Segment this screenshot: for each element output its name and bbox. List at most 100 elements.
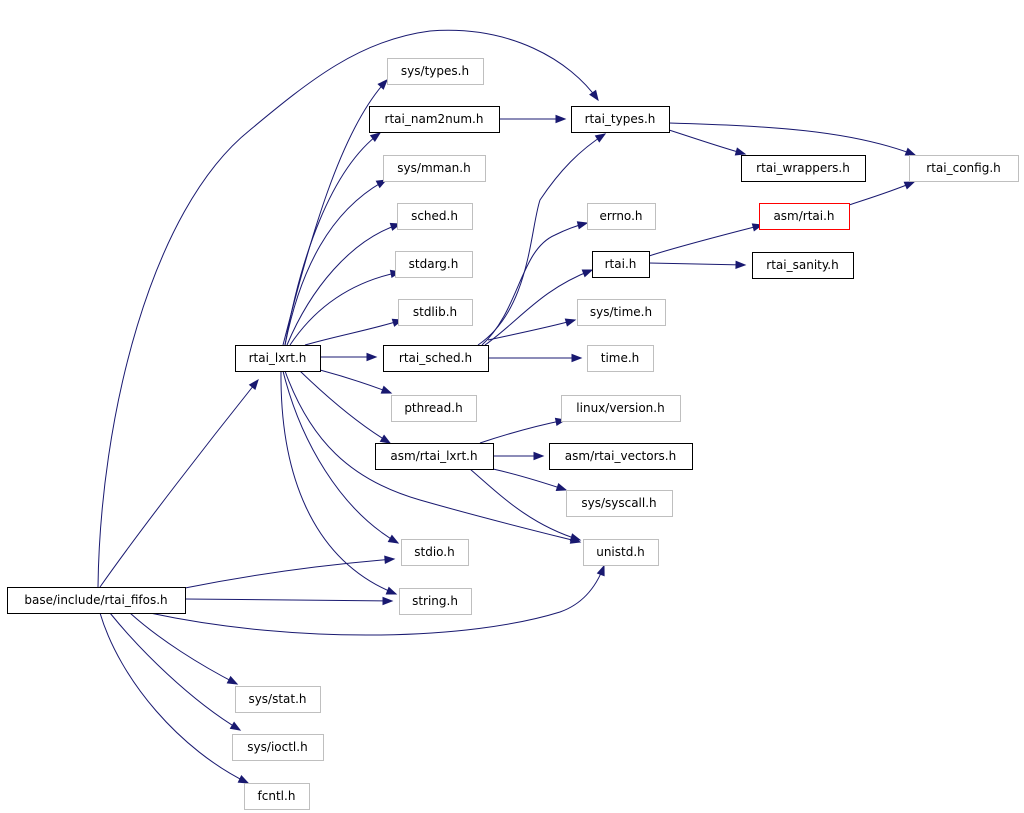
arrowhead [596,564,605,577]
arrowhead [569,533,582,542]
edge-rtai-lxrt-to-sys-mman [284,179,387,346]
node-rtai-sched[interactable]: rtai_sched.h [383,345,489,372]
node-sys-time[interactable]: sys/time.h [577,299,666,326]
arrowhead [380,385,393,394]
edge-rtai-types-to-rtai-config [668,122,916,156]
node-label: linux/version.h [576,401,664,415]
node-sched[interactable]: sched.h [397,203,473,230]
node-label: rtai_config.h [926,161,1000,175]
node-asm-rtai-lxrt[interactable]: asm/rtai_lxrt.h [375,443,494,470]
edge-rtai-sched-to-errno [481,222,588,346]
node-pthread[interactable]: pthread.h [391,395,477,422]
node-label: sys/syscall.h [581,496,656,510]
arrowhead [594,133,607,143]
node-string[interactable]: string.h [399,588,472,615]
node-asm-rtai[interactable]: asm/rtai.h [759,203,850,230]
node-label: asm/rtai_lxrt.h [390,449,477,463]
edges-layer [97,29,917,784]
edge-rtai-fifos-to-rtai-types [97,29,599,588]
node-fcntl[interactable]: fcntl.h [244,783,310,810]
node-label: asm/rtai.h [773,209,834,223]
node-label: rtai_types.h [585,112,656,126]
edge-rtai-lxrt-to-sched [286,223,401,346]
node-rtai-lxrt[interactable]: rtai_lxrt.h [235,345,321,372]
node-time[interactable]: time.h [587,345,654,372]
arrowhead [533,451,545,461]
edge-rtai-fifos-to-stdio [184,558,395,589]
arrowhead [904,147,917,156]
node-rtai-types[interactable]: rtai_types.h [571,106,670,133]
edge-rtai-lxrt-to-pthread [319,369,392,394]
node-label: errno.h [600,209,643,223]
node-rtai-fifos[interactable]: base/include/rtai_fifos.h [7,587,186,614]
edge-rtai-lxrt-to-stdarg [289,271,401,346]
node-label: rtai_lxrt.h [249,351,307,365]
node-rtai-sanity[interactable]: rtai_sanity.h [752,252,854,279]
node-label: stdarg.h [409,257,459,271]
node-label: sys/types.h [401,64,469,78]
node-label: sched.h [411,209,458,223]
arrowhead [589,89,599,102]
node-sys-stat[interactable]: sys/stat.h [235,686,321,713]
node-unistd[interactable]: unistd.h [583,539,659,566]
node-label: rtai_sanity.h [766,258,838,272]
node-label: sys/time.h [590,305,652,319]
node-rtai-wrappers[interactable]: rtai_wrappers.h [741,155,866,182]
node-asm-rtai-vectors[interactable]: asm/rtai_vectors.h [549,443,693,470]
edge-rtai-fifos-to-fcntl [99,612,249,784]
node-label: sys/mman.h [397,161,470,175]
nodes-layer: base/include/rtai_fifos.h rtai_lxrt.h sy… [7,58,1019,810]
edge-rtai-lxrt-to-stdlib [304,319,403,346]
arrowhead [581,269,594,278]
node-sys-mman[interactable]: sys/mman.h [383,155,486,182]
node-rtai-nam2num[interactable]: rtai_nam2num.h [369,106,500,133]
edge-rtai-fifos-to-sys-stat [129,612,238,685]
arrowhead [384,555,396,564]
arrowhead [369,132,382,143]
edge-rtai-fifos-to-rtai-lxrt [99,379,259,588]
node-label: unistd.h [596,545,645,559]
arrowhead [555,482,568,492]
node-stdarg[interactable]: stdarg.h [395,251,473,278]
node-label: time.h [601,351,640,365]
node-label: sys/ioctl.h [247,740,307,754]
node-sys-types[interactable]: sys/types.h [387,58,484,85]
edge-rtai-types-to-rtai-wrappers [668,129,746,155]
arrowhead [734,147,747,156]
node-rtai[interactable]: rtai.h [592,251,650,278]
node-label: rtai.h [605,257,637,271]
arrowhead [576,221,589,230]
edge-rtai-fifos-to-unistd [149,565,605,636]
edge-rtai-lxrt-to-stdio [282,370,399,544]
edge-rtai-sched-to-rtai-types [477,133,606,346]
arrowhead [382,596,394,606]
edge-asm-rtai-lxrt-to-sys-syscall [492,468,567,491]
edge-rtai-lxrt-to-string [280,370,397,595]
edge-asm-rtai-to-rtai-config [848,181,915,206]
node-rtai-config[interactable]: rtai_config.h [909,155,1019,182]
arrowhead [229,721,242,731]
edge-rtai-sched-to-rtai [484,269,593,346]
arrowhead [555,114,567,124]
node-sys-syscall[interactable]: sys/syscall.h [566,490,673,517]
node-stdlib[interactable]: stdlib.h [398,299,473,326]
edge-asm-rtai-lxrt-to-linux-version [479,419,566,444]
node-stdio[interactable]: stdio.h [401,539,469,566]
node-label: rtai_nam2num.h [385,112,484,126]
node-linux-version[interactable]: linux/version.h [561,395,681,422]
arrowhead [379,434,392,444]
edge-asm-rtai-lxrt-to-unistd [469,468,581,541]
edge-rtai-to-asm-rtai [648,224,763,257]
arrowhead [237,775,250,784]
node-sys-ioctl[interactable]: sys/ioctl.h [232,734,324,761]
node-label: string.h [412,594,458,608]
node-label: pthread.h [404,401,462,415]
arrowhead [226,675,239,685]
arrowhead [385,586,398,595]
node-label: base/include/rtai_fifos.h [24,593,167,607]
edge-rtai-lxrt-to-rtai-nam2num [284,132,381,346]
arrowhead [248,378,259,391]
node-errno[interactable]: errno.h [587,203,656,230]
arrowhead [387,534,400,544]
